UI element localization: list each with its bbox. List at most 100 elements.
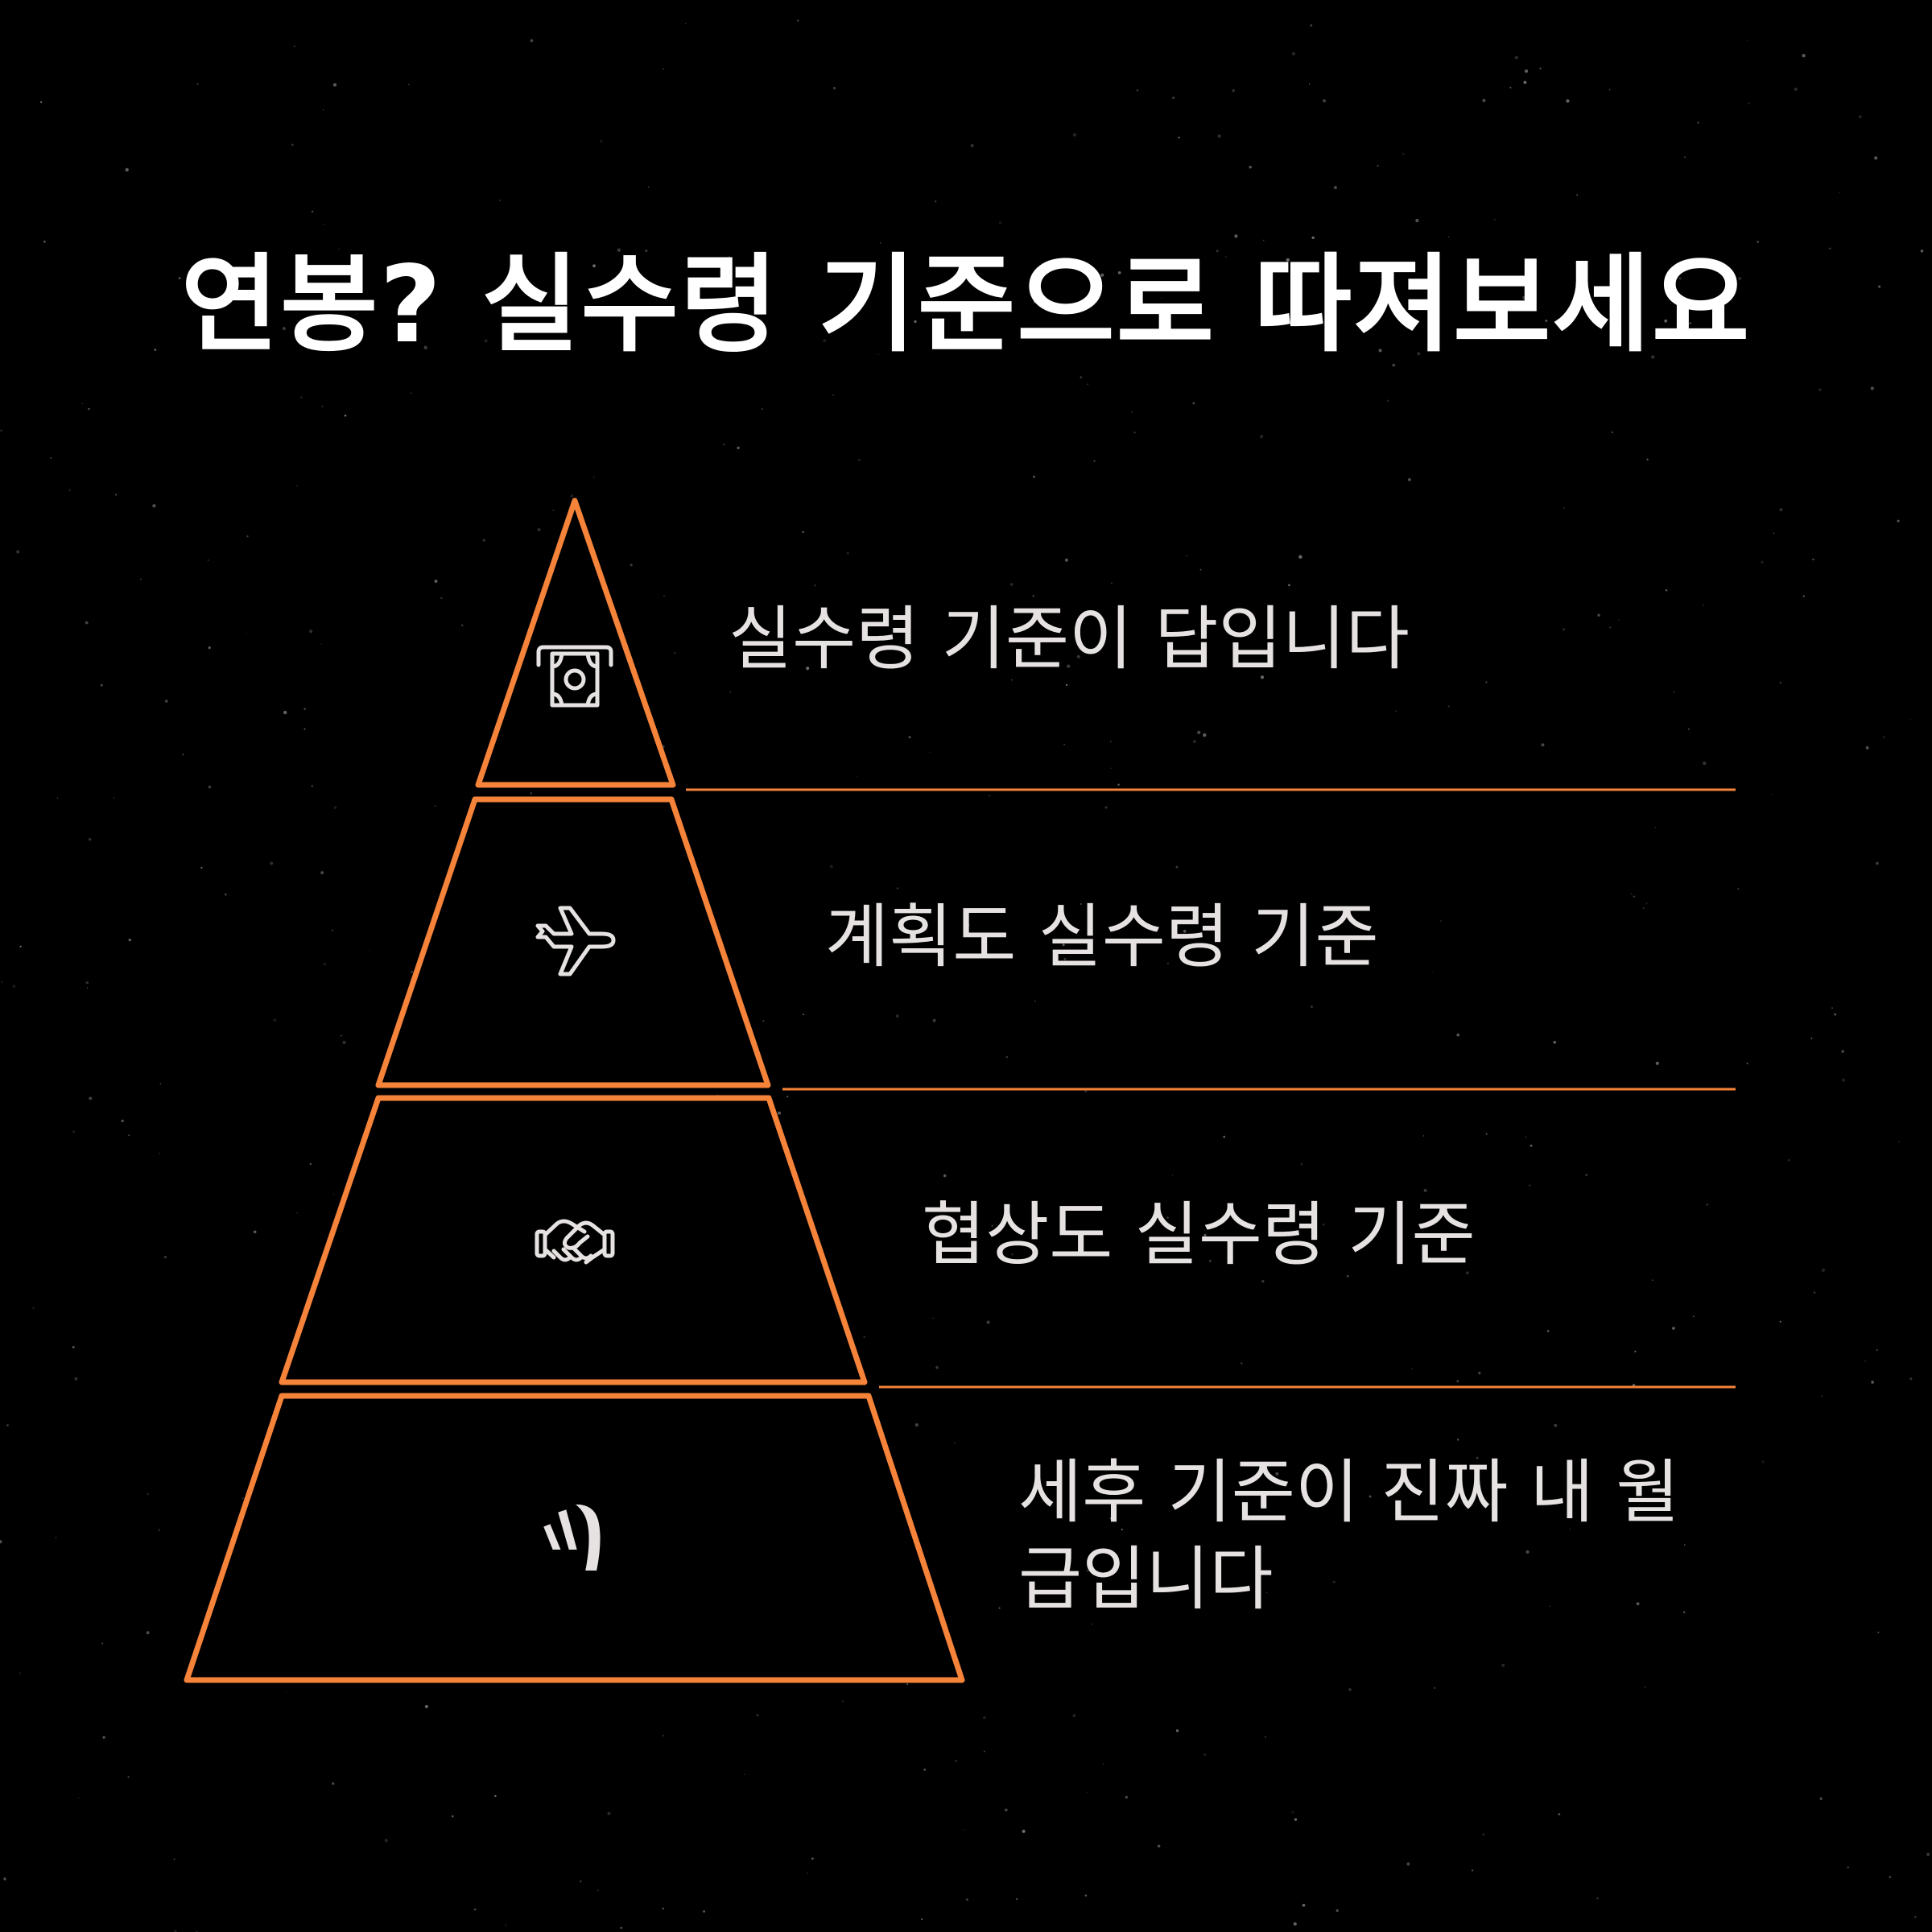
star-dot — [320, 871, 324, 875]
star-dot — [434, 805, 436, 807]
star-dot — [12, 985, 16, 989]
pyramid-tier-3 — [279, 1095, 868, 1385]
star-dot — [1456, 1033, 1460, 1037]
star-dot — [1702, 604, 1704, 606]
star-dot — [1121, 1528, 1124, 1531]
star-dot — [833, 86, 836, 90]
star-dot — [1802, 595, 1805, 597]
star-dot — [1323, 1223, 1325, 1226]
star-dot — [1737, 888, 1740, 890]
star-dot — [1821, 1395, 1823, 1397]
star-dot — [1897, 519, 1900, 522]
star-dot — [163, 1256, 167, 1259]
star-dot — [1175, 1729, 1179, 1732]
star-dot — [729, 691, 732, 693]
star-dot — [877, 353, 879, 356]
star-dot — [592, 264, 596, 268]
star-dot — [494, 1794, 497, 1798]
star-dot — [762, 1020, 765, 1022]
star-dot — [1422, 1135, 1424, 1137]
star-dot — [1546, 1330, 1550, 1332]
star-dot — [139, 578, 142, 580]
star-dot — [745, 627, 748, 630]
star-dot — [1447, 705, 1451, 708]
star-dot — [74, 1377, 78, 1381]
star-dot — [1102, 1763, 1104, 1765]
star-dot — [1876, 861, 1879, 865]
tier-label-4: 세후 기준이 진짜 내 월급입니다 — [1018, 1452, 1680, 1620]
star-dot — [1633, 895, 1636, 898]
star-dot — [368, 949, 370, 952]
star-dot — [434, 580, 438, 583]
star-dot — [1197, 730, 1201, 735]
star-dot — [1348, 1688, 1352, 1691]
star-dot — [125, 167, 129, 172]
star-dot — [342, 1040, 346, 1045]
star-dot — [829, 865, 833, 869]
star-dot — [1440, 920, 1442, 922]
star-dot — [1471, 1869, 1474, 1872]
star-dot — [19, 945, 22, 947]
star-dot — [1192, 402, 1195, 405]
star-dot — [1683, 1544, 1686, 1546]
star-dot — [1810, 1037, 1813, 1039]
star-dot — [895, 1014, 899, 1018]
star-dot — [1871, 1381, 1874, 1384]
star-dot — [164, 700, 168, 703]
star-dot — [1224, 256, 1227, 258]
star-dot — [1608, 89, 1611, 91]
star-dot — [1131, 411, 1133, 413]
star-dot — [152, 504, 156, 508]
star-dot — [484, 339, 488, 343]
star-dot — [1829, 247, 1831, 250]
star-dot — [1265, 1591, 1268, 1594]
star-dot — [1482, 98, 1486, 103]
star-dot — [1080, 902, 1082, 906]
star-dot — [1183, 930, 1187, 933]
star-dot — [761, 408, 763, 411]
star-dot — [1080, 376, 1083, 379]
star-dot — [663, 594, 666, 597]
star-dot — [1539, 68, 1542, 70]
star-dot — [966, 1898, 968, 1901]
star-dot — [1530, 1144, 1533, 1147]
star-dot — [932, 1317, 934, 1319]
star-dot — [1761, 560, 1764, 564]
star-dot — [384, 1839, 388, 1843]
star-dot — [499, 200, 502, 201]
star-dot — [1286, 258, 1290, 262]
star-dot — [39, 101, 43, 104]
star-dot — [983, 1716, 986, 1719]
star-dot — [921, 1918, 923, 1921]
star-dot — [1033, 300, 1036, 303]
star-dot — [1264, 1736, 1267, 1738]
star-dot — [1697, 122, 1699, 124]
star-dot — [811, 1857, 814, 1860]
star-dot — [1186, 555, 1187, 557]
tier-label-3: 협상도 실수령 기준 — [922, 1195, 1476, 1275]
star-dot — [1773, 532, 1775, 534]
star-dot — [728, 255, 731, 259]
star-dot — [1746, 39, 1748, 41]
star-dot — [1525, 1550, 1530, 1554]
star-dot — [128, 938, 132, 942]
star-dot — [1273, 1220, 1277, 1223]
handshake-icon — [535, 1219, 615, 1265]
star-dot — [797, 19, 799, 22]
star-dot — [408, 83, 410, 85]
star-dot — [1110, 582, 1113, 584]
star-dot — [530, 39, 534, 43]
star-dot — [1117, 783, 1120, 786]
star-dot — [68, 489, 71, 492]
star-dot — [1300, 1162, 1303, 1166]
star-dot — [1847, 1866, 1849, 1868]
star-dot — [1617, 619, 1620, 621]
star-dot — [1323, 99, 1326, 103]
star-dot — [1529, 1184, 1531, 1187]
star-dot — [570, 494, 574, 498]
star-dot — [200, 866, 203, 869]
star-dot — [159, 1152, 160, 1154]
star-dot — [1117, 270, 1121, 275]
star-dot — [1294, 1818, 1298, 1821]
star-dot — [1335, 1909, 1339, 1912]
